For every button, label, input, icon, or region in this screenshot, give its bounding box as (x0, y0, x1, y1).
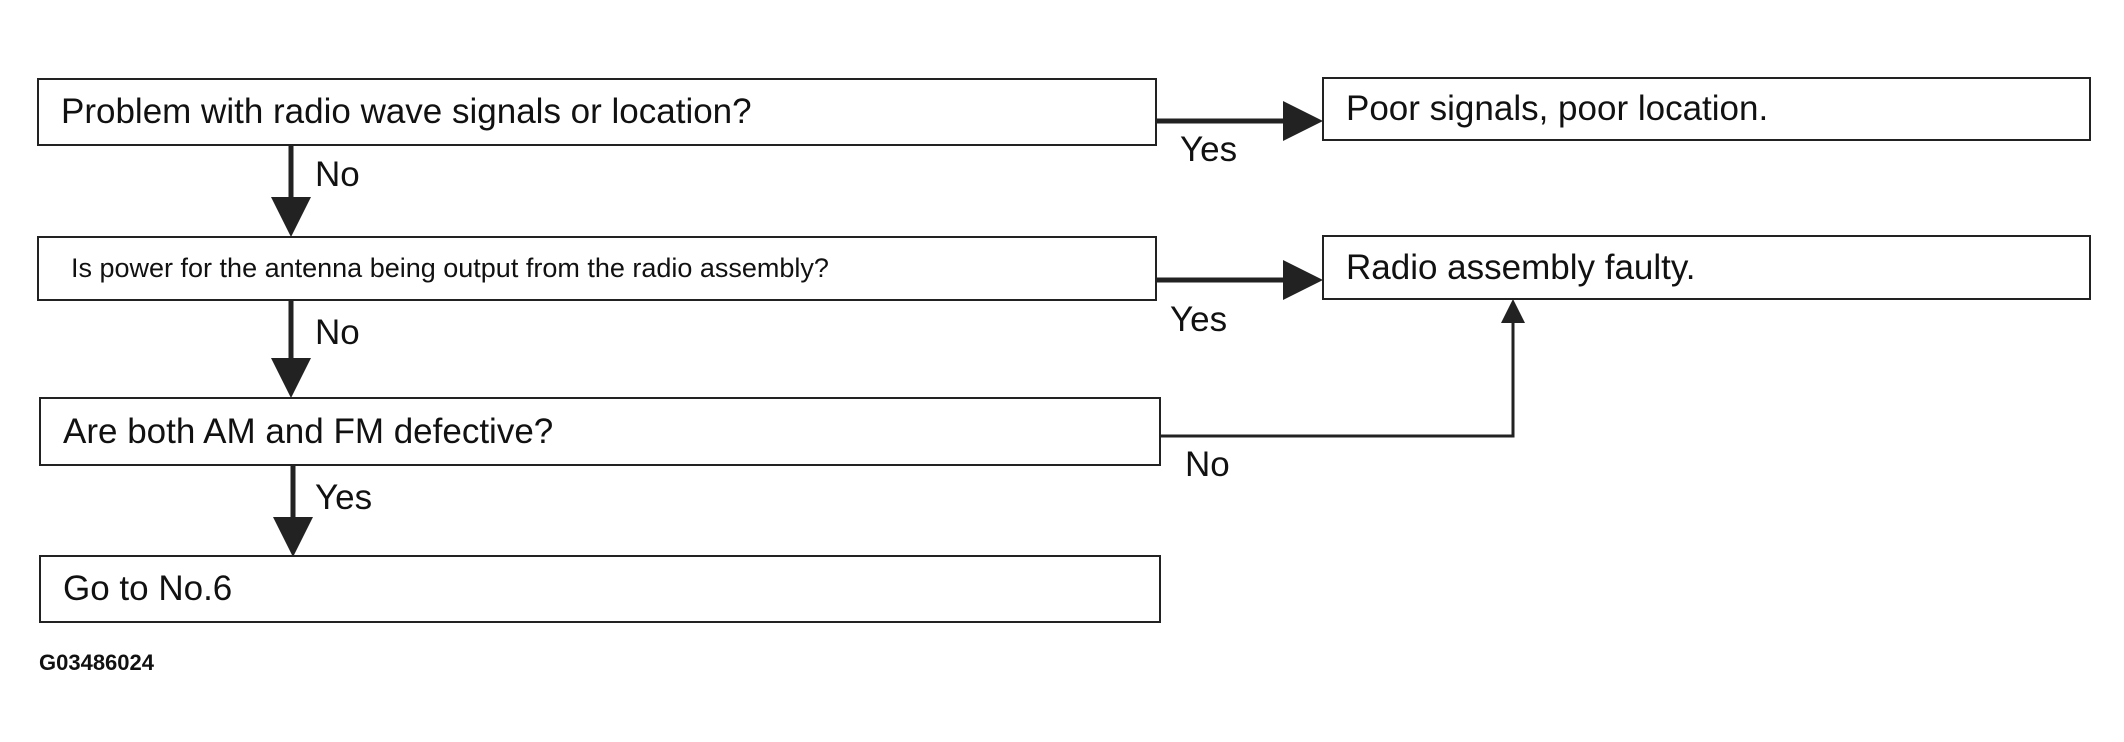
figure-code: G03486024 (39, 650, 154, 675)
result-poor-signals-box: Poor signals, poor location. (1322, 77, 2091, 141)
arrow-q3-no (1161, 299, 1525, 438)
label-q3-yes: Yes (315, 478, 373, 517)
question-radio-signal-text: Problem with radio wave signals or locat… (61, 92, 752, 131)
go-to-step-text: Go to No.6 (63, 569, 233, 608)
question-radio-signal-box: Problem with radio wave signals or locat… (37, 78, 1157, 146)
label-q1-yes: Yes (1180, 130, 1238, 169)
question-am-fm-text: Are both AM and FM defective? (63, 411, 554, 451)
question-antenna-power-box: Is power for the antenna being output fr… (37, 236, 1157, 301)
label-q1-no: No (315, 155, 360, 194)
go-to-step-box: Go to No.6 (39, 555, 1161, 623)
result-radio-faulty-text: Radio assembly faulty. (1346, 247, 1696, 287)
result-poor-signals-text: Poor signals, poor location. (1346, 89, 1769, 128)
label-q2-no: No (315, 313, 360, 352)
question-am-fm-box: Are both AM and FM defective? (39, 397, 1161, 466)
result-radio-faulty-box: Radio assembly faulty. (1322, 235, 2091, 300)
label-q2-yes: Yes (1170, 300, 1228, 339)
label-q3-no: No (1185, 445, 1230, 484)
question-antenna-power-text: Is power for the antenna being output fr… (71, 253, 829, 283)
